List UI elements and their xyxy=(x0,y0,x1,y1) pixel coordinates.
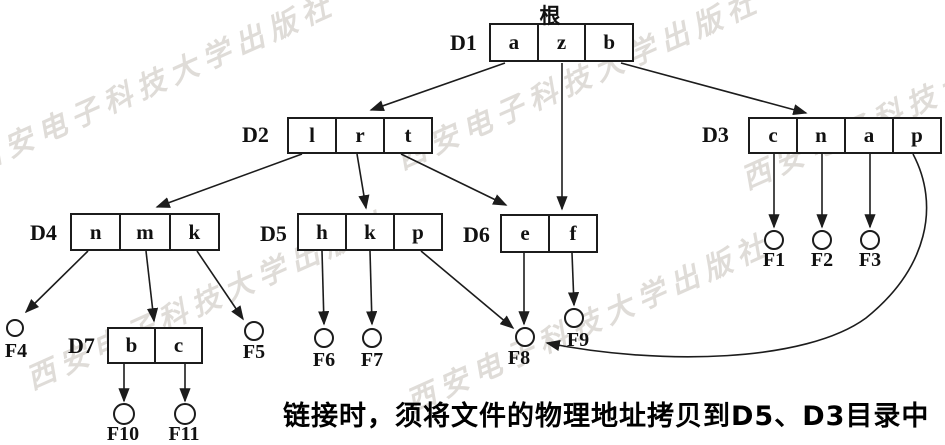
arrow-d4n-to-f4 xyxy=(24,250,89,314)
directory-d2-cell-t: t xyxy=(404,123,412,147)
directory-d3-cell-n: n xyxy=(798,119,846,152)
file-node-f1 xyxy=(764,230,784,250)
arrow-d6f-to-f9 xyxy=(567,252,580,307)
arrow-d3p-to-f8-curve xyxy=(545,153,928,358)
arrow-d4m-to-d7 xyxy=(145,250,159,323)
file-node-f10 xyxy=(113,403,135,425)
directory-d1-cell-z: z xyxy=(539,25,587,60)
caption-text: 链接时，须将文件的物理地址拷贝到D5、D3目录中 xyxy=(283,401,930,432)
directory-d7-cell-b: b xyxy=(109,329,156,362)
directory-d1-label: D1 xyxy=(450,30,477,55)
directory-d5-cell-p: p xyxy=(412,219,424,244)
arrow-d5h-to-f6 xyxy=(318,250,330,326)
arrow-d1b-to-d3 xyxy=(620,62,808,116)
file-label-f7: F7 xyxy=(360,349,384,371)
directory-d5-cell-k: k xyxy=(347,215,395,249)
file-label-f10: F10 xyxy=(106,423,140,445)
directory-d3-cell-c: c xyxy=(750,119,798,152)
file-node-f2 xyxy=(812,230,832,250)
file-label-f11: F11 xyxy=(168,423,200,445)
file-node-f6 xyxy=(314,328,334,348)
file-label-f2: F2 xyxy=(810,249,834,271)
directory-d1-cell-a: a xyxy=(491,25,539,60)
file-node-f9 xyxy=(564,308,584,328)
directory-d6-cell-f: f xyxy=(569,221,577,245)
directory-d3-cell-p: p xyxy=(911,123,923,147)
directory-d7: b c xyxy=(107,327,203,364)
directory-d3: c n a p xyxy=(748,117,942,154)
arrow-d5k-to-f7 xyxy=(366,250,378,326)
file-node-f8 xyxy=(515,327,535,347)
file-node-f7 xyxy=(362,328,382,348)
directory-d2-cell-l: l xyxy=(289,119,337,152)
directory-d5-label: D5 xyxy=(260,221,287,246)
directory-d3-label: D3 xyxy=(702,122,729,147)
file-label-f4: F4 xyxy=(4,340,28,362)
file-label-f8: F8 xyxy=(507,347,531,369)
directory-d4: n m k xyxy=(70,213,220,251)
file-label-f5: F5 xyxy=(242,341,266,363)
file-node-f5 xyxy=(244,321,264,341)
file-node-f4 xyxy=(6,319,24,337)
directory-d1-cell-b: b xyxy=(603,30,616,54)
directory-d4-cell-k: k xyxy=(188,219,201,244)
directory-d2-cell-r: r xyxy=(337,119,385,152)
directory-d5-cell-h: h xyxy=(299,215,347,249)
directory-d2-label: D2 xyxy=(242,122,269,147)
root-label: 根 xyxy=(539,4,561,28)
file-label-f1: F1 xyxy=(762,249,786,271)
file-label-f6: F6 xyxy=(312,349,336,371)
arrow-d1a-to-d2 xyxy=(369,62,506,112)
file-label-f9: F9 xyxy=(566,329,590,351)
arrow-d2r-to-d5 xyxy=(356,153,370,210)
directory-d2: l r t xyxy=(287,117,433,154)
directory-d7-cell-c: c xyxy=(173,333,184,357)
file-label-f3: F3 xyxy=(858,249,882,271)
arrow-d2t-to-d6 xyxy=(400,153,508,206)
directory-d4-label: D4 xyxy=(30,220,57,245)
directory-d6-cell-e: e xyxy=(502,216,550,251)
arrow-d4k-to-f5 xyxy=(196,250,244,321)
directory-d6: e f xyxy=(500,214,598,253)
directory-d3-cell-a: a xyxy=(846,119,894,152)
directory-d4-cell-n: n xyxy=(72,215,122,249)
file-node-f11 xyxy=(174,403,196,425)
arrow-d5p-to-f8 xyxy=(420,250,515,330)
directory-d5: h k p xyxy=(297,213,443,251)
directory-d4-cell-m: m xyxy=(121,215,171,249)
directory-d7-label: D7 xyxy=(68,333,95,358)
directory-d6-label: D6 xyxy=(463,222,490,247)
arrow-d2l-to-d4 xyxy=(155,153,303,208)
directory-d1: a z b xyxy=(489,23,634,62)
file-node-f3 xyxy=(860,230,880,250)
